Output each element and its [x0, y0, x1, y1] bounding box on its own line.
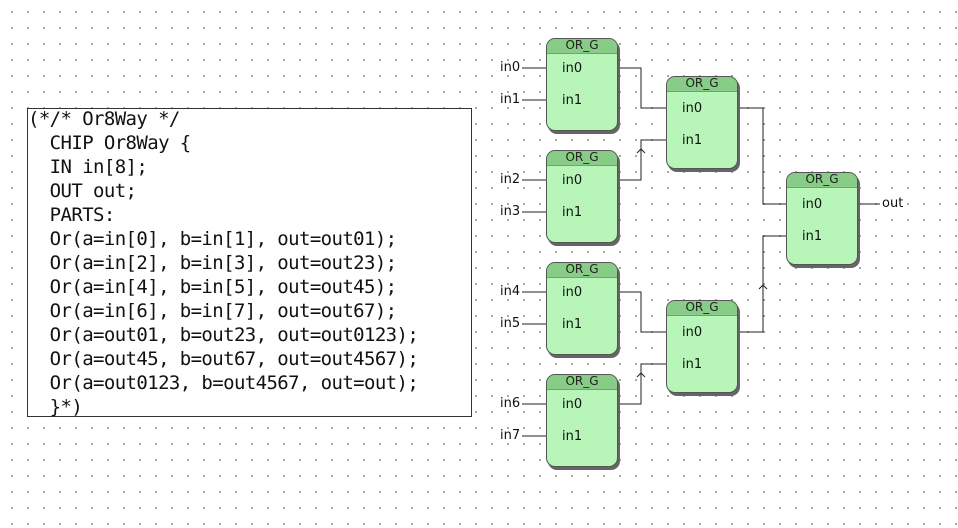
code-line: Or(a=out01, b=out23, out=out0123); [28, 324, 419, 346]
code-line: CHIP Or8Way { [28, 132, 192, 154]
or-gate[interactable]: OR_G in0 in1 [546, 150, 620, 246]
gate-pin-b: in1 [562, 93, 583, 108]
gate-pin-b: in1 [682, 357, 703, 372]
wire-caret [758, 284, 768, 290]
gate-pin-a: in0 [562, 61, 583, 76]
gate-title: OR_G [685, 300, 719, 314]
gate-title: OR_G [685, 76, 719, 90]
wire-out23 [618, 139, 666, 181]
wire-out67 [618, 363, 666, 405]
input-label: in5 [500, 316, 521, 331]
input-label: in4 [500, 284, 521, 299]
wire-out0123 [738, 107, 786, 205]
input-label: in7 [500, 428, 521, 443]
gate-pin-a: in0 [562, 397, 583, 412]
gate-title: OR_G [565, 38, 599, 52]
code-line: IN in[8]; [28, 156, 148, 178]
wire-out45 [618, 291, 666, 333]
input-label: in2 [500, 172, 521, 187]
output-label: out [882, 196, 904, 211]
gate-pin-a: in0 [562, 285, 583, 300]
gate-pin-b: in1 [562, 429, 583, 444]
gate-title: OR_G [565, 150, 599, 164]
gate-pin-a: in0 [682, 101, 703, 116]
hdl-code-box: (*/* Or8Way */ CHIP Or8Way { IN in[8]; O… [27, 108, 472, 418]
gate-pin-b: in1 [802, 229, 823, 244]
code-line: Or(a=out45, b=out67, out=out4567); [28, 348, 419, 370]
wire-caret [636, 372, 646, 378]
gate-pin-b: in1 [562, 317, 583, 332]
code-line: Or(a=in[4], b=in[5], out=out45); [28, 276, 397, 298]
gate-title: OR_G [805, 172, 839, 186]
or-gate[interactable]: OR_G in0 in1 [546, 262, 620, 358]
code-line: Or(a=out0123, b=out4567, out=out); [28, 372, 419, 394]
input-label: in3 [500, 204, 521, 219]
wire-out4567 [738, 235, 786, 333]
code-line: Or(a=in[2], b=in[3], out=out23); [28, 252, 397, 274]
gate-pin-a: in0 [562, 173, 583, 188]
wire-out01 [618, 67, 666, 109]
code-line: (*/* Or8Way */ [28, 108, 180, 130]
gate-title: OR_G [565, 374, 599, 388]
or-gate[interactable]: OR_G in0 in1 [666, 76, 740, 172]
input-label: in6 [500, 396, 521, 411]
gate-pin-a: in0 [802, 197, 823, 212]
code-line: OUT out; [28, 180, 137, 202]
code-line: Or(a=in[6], b=in[7], out=out67); [28, 300, 397, 322]
or-gate[interactable]: OR_G in0 in1 [666, 300, 740, 396]
gate-pin-b: in1 [682, 133, 703, 148]
gate-pin-b: in1 [562, 205, 583, 220]
or-gate[interactable]: OR_G in0 in1 [546, 38, 620, 134]
input-label: in0 [500, 60, 521, 75]
or-gate[interactable]: OR_G in0 in1 [786, 172, 860, 268]
input-label: in1 [500, 92, 521, 107]
or-gate[interactable]: OR_G in0 in1 [546, 374, 620, 470]
code-line: PARTS: [28, 204, 116, 226]
wire-caret [636, 148, 646, 154]
code-line: Or(a=in[0], b=in[1], out=out01); [28, 228, 397, 250]
gate-pin-a: in0 [682, 325, 703, 340]
gate-title: OR_G [565, 262, 599, 276]
code-line: }*) [28, 396, 83, 418]
